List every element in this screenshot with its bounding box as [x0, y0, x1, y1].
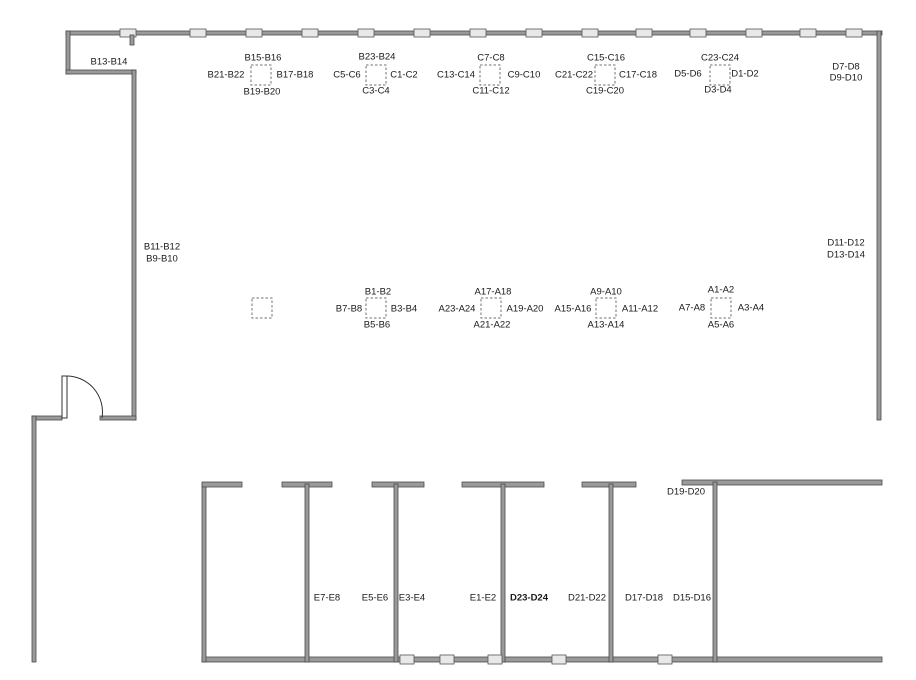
label-a23-a24: A23-A24: [439, 304, 476, 315]
label-a1-a2: A1-A2: [708, 285, 734, 296]
label-c21-c22: C21-C22: [555, 70, 593, 81]
pillar-c1: [365, 64, 387, 86]
partition-4: [608, 483, 614, 663]
door-leaf: [61, 375, 68, 419]
pillar-a2: [595, 297, 617, 319]
label-d11-d12: D11-D12: [827, 238, 864, 249]
label-c17-c18: C17-C18: [619, 70, 657, 81]
label-e5-e6: E5-E6: [362, 593, 388, 604]
label-c9-c10: C9-C10: [508, 70, 541, 81]
label-a13-a14: A13-A14: [588, 320, 625, 331]
label-b9-b10: B9-B10: [146, 254, 178, 265]
label-d7-d8: D7-D8: [832, 62, 859, 73]
label-a3-a4: A3-A4: [738, 303, 764, 314]
partition-2: [393, 483, 399, 663]
label-a19-a20: A19-A20: [507, 304, 544, 315]
label-c19-c20: C19-C20: [586, 86, 624, 97]
label-c13-c14: C13-C14: [437, 70, 475, 81]
label-d1-d2: D1-D2: [731, 69, 758, 80]
window-marks: [119, 28, 863, 38]
hall-right-wall: [876, 30, 882, 421]
right-room-top-wall: [681, 479, 883, 486]
label-d19-d20: D19-D20: [667, 487, 705, 498]
label-b23-b24: B23-B24: [359, 52, 396, 63]
label-c11-c12: C11-C12: [472, 86, 509, 97]
label-d23-d24: D23-D24: [510, 593, 549, 604]
entrance-top-wall: [31, 415, 63, 421]
label-d13-d14: D13-D14: [827, 250, 865, 261]
entrance-ledge-wall: [99, 415, 137, 421]
location-labels: B13-B14 B15-B16 B21-B22 B17-B18 B19-B20 …: [91, 52, 866, 604]
label-c3-c4: C3-C4: [362, 86, 389, 97]
label-e3-e4: E3-E4: [399, 593, 425, 604]
label-a17-a18: A17-A18: [475, 287, 512, 298]
pillar-d: [709, 64, 731, 86]
bottom-wall: [201, 656, 883, 663]
partition-3: [500, 483, 506, 663]
pillar-a1: [480, 297, 502, 319]
label-a15-a16: A15-A16: [555, 304, 592, 315]
label-c5-c6: C5-C6: [333, 70, 360, 81]
label-b21-b22: B21-B22: [208, 70, 245, 81]
label-a21-a22: A21-A22: [474, 320, 511, 331]
label-c15-c16: C15-C16: [587, 53, 625, 64]
pillars: [250, 64, 732, 319]
pillar-c3: [594, 64, 616, 86]
upper-hall-walls: [65, 28, 883, 421]
label-e7-e8: E7-E8: [314, 593, 340, 604]
pillar-a3: [710, 297, 732, 319]
label-a5-a6: A5-A6: [708, 320, 734, 331]
label-d3-d4: D3-D4: [704, 85, 731, 96]
label-b7-b8: B7-B8: [336, 304, 362, 315]
label-c7-c8: C7-C8: [477, 53, 504, 64]
notch-bottom-wall: [65, 69, 137, 75]
label-a7-a8: A7-A8: [679, 303, 705, 314]
label-c23-c24: C23-C24: [701, 53, 739, 64]
notch-left-wall: [65, 30, 71, 75]
pillar-b-lower: [365, 297, 387, 319]
hall-left-wall: [131, 69, 137, 421]
lower-left-top-wall: [201, 481, 243, 488]
label-b1-b2: B1-B2: [365, 287, 391, 298]
label-b17-b18: B17-B18: [277, 70, 314, 81]
lower-left-wall: [201, 483, 207, 663]
label-d17-d18: D17-D18: [625, 593, 663, 604]
label-e1-e2: E1-E2: [470, 593, 496, 604]
label-b19-b20: B19-B20: [244, 87, 281, 98]
label-b5-b6: B5-B6: [364, 320, 390, 331]
pillar-c2: [479, 64, 501, 86]
label-a11-a12: A11-A12: [622, 304, 658, 315]
door-swing-arc: [65, 375, 103, 419]
label-d21-d22: D21-D22: [568, 593, 606, 604]
label-b13-b14: B13-B14: [91, 57, 128, 68]
partition-5: [712, 481, 718, 663]
label-b11-b12: B11-B12: [144, 242, 180, 253]
label-d15-d16: D15-D16: [673, 593, 711, 604]
label-a9-a10: A9-A10: [590, 287, 622, 298]
lower-room-walls: [201, 479, 883, 665]
outer-left-wall: [31, 415, 37, 663]
label-c1-c2: C1-C2: [390, 70, 417, 81]
partition-1: [304, 483, 310, 663]
label-b15-b16: B15-B16: [245, 53, 282, 64]
label-b3-b4: B3-B4: [391, 304, 417, 315]
pillar-empty: [251, 297, 273, 319]
label-d5-d6: D5-D6: [674, 69, 701, 80]
pillar-b: [250, 64, 272, 86]
label-d9-d10: D9-D10: [830, 73, 863, 84]
entrance-walls: [31, 375, 137, 663]
